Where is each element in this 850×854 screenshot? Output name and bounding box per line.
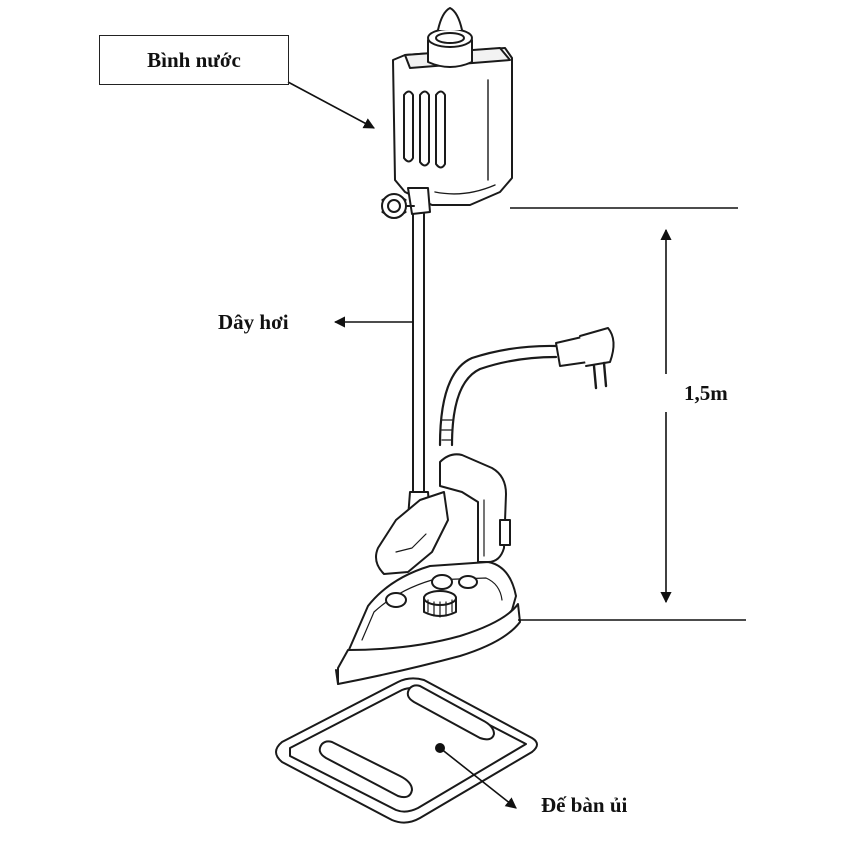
valve-icon bbox=[381, 187, 431, 219]
steam-iron-icon bbox=[335, 453, 521, 685]
water-tank-icon bbox=[392, 7, 513, 206]
plug-icon bbox=[555, 327, 615, 390]
iron-stand-dot bbox=[435, 743, 445, 753]
water-tank-arrow bbox=[287, 81, 375, 129]
power-cord-icon bbox=[438, 344, 558, 447]
steam-hose-label: Dây hơi bbox=[218, 310, 289, 334]
iron-stand-icon bbox=[275, 677, 538, 824]
iron-stand-label: Đế bàn ủi bbox=[541, 793, 628, 817]
steam-hose-icon bbox=[407, 213, 431, 519]
iron-stand-pointer bbox=[439, 747, 517, 809]
water-tank-label: Bình nước bbox=[99, 35, 289, 85]
height-dimension bbox=[510, 207, 746, 621]
height-label: 1,5m bbox=[684, 381, 728, 405]
